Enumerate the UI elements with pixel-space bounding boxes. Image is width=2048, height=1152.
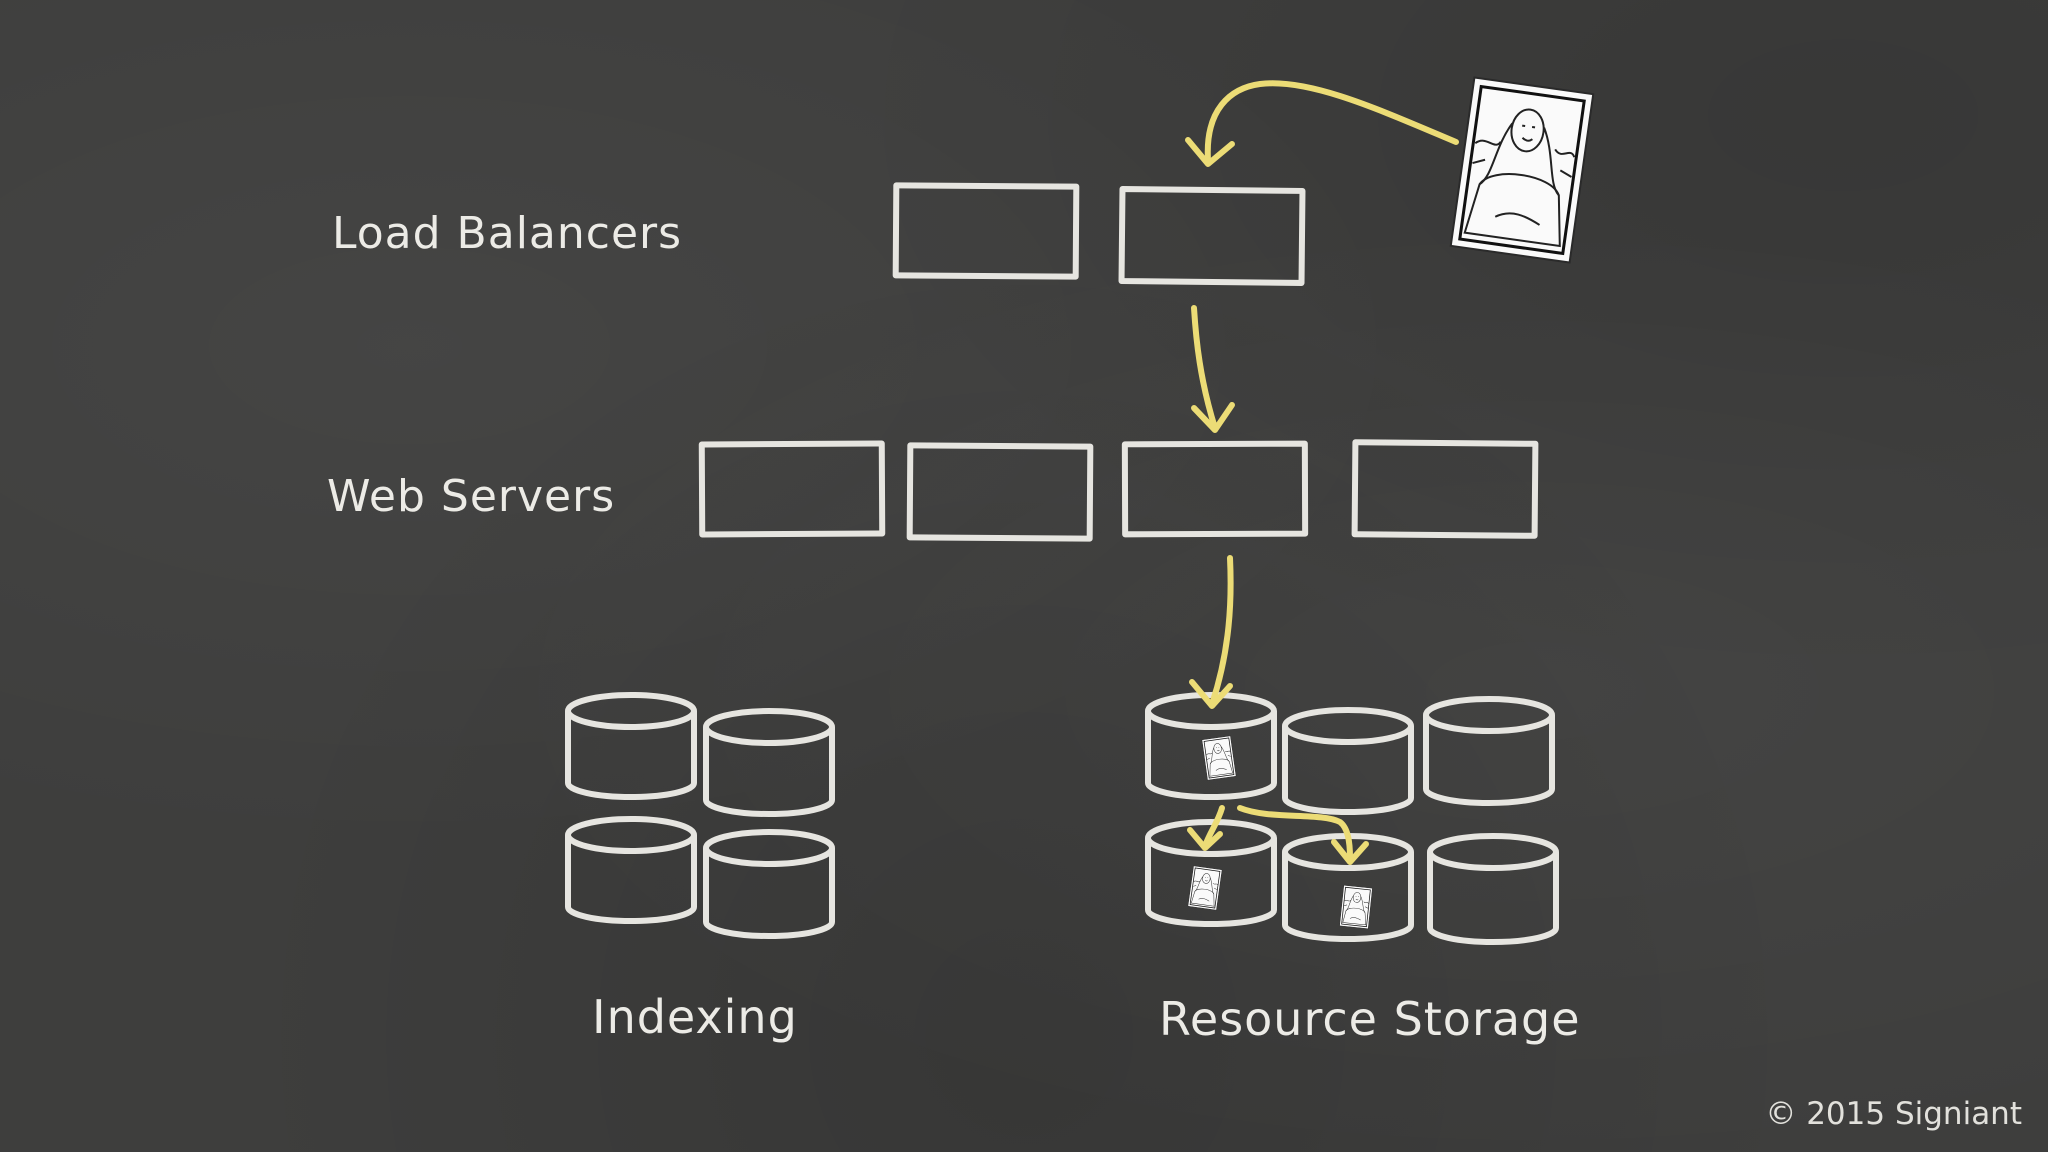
load-balancer-box-1 (892, 182, 1080, 280)
arrow-picture-to-load-balancer (1185, 80, 1459, 167)
indexing-cylinder-1 (565, 692, 697, 800)
arrow-web-server-to-storage (1189, 555, 1234, 709)
mona-lisa-picture-icon (1449, 75, 1595, 265)
picture-copy-icon-1 (1201, 735, 1237, 781)
storage-cylinder-4 (1145, 819, 1277, 927)
resource-storage-label: Resource Storage (1159, 992, 1581, 1046)
load-balancer-box-2 (1118, 186, 1306, 286)
load-balancers-label: Load Balancers (332, 208, 683, 259)
web-server-box-4 (1351, 439, 1539, 539)
indexing-cylinder-2 (703, 708, 835, 817)
picture-copy-icon-2 (1187, 865, 1223, 911)
copyright-notice: © 2015 Signiant (1765, 1096, 2022, 1132)
web-server-box-3 (1121, 440, 1309, 538)
indexing-label: Indexing (592, 990, 798, 1044)
indexing-cylinder-4 (703, 829, 835, 939)
arrow-load-balancer-to-web-server (1191, 305, 1235, 433)
indexing-cylinder-3 (565, 816, 697, 924)
storage-cylinder-1 (1145, 692, 1277, 800)
web-server-box-1 (698, 440, 886, 538)
web-servers-label: Web Servers (327, 471, 616, 522)
picture-copy-icon-3 (1339, 884, 1373, 930)
storage-cylinder-2 (1282, 707, 1414, 815)
web-server-box-2 (906, 442, 1094, 542)
storage-cylinder-6 (1427, 833, 1559, 945)
storage-cylinder-3 (1423, 696, 1555, 806)
arrow-storage-replicate-right (1237, 805, 1369, 865)
arrow-storage-replicate-down (1187, 805, 1225, 851)
